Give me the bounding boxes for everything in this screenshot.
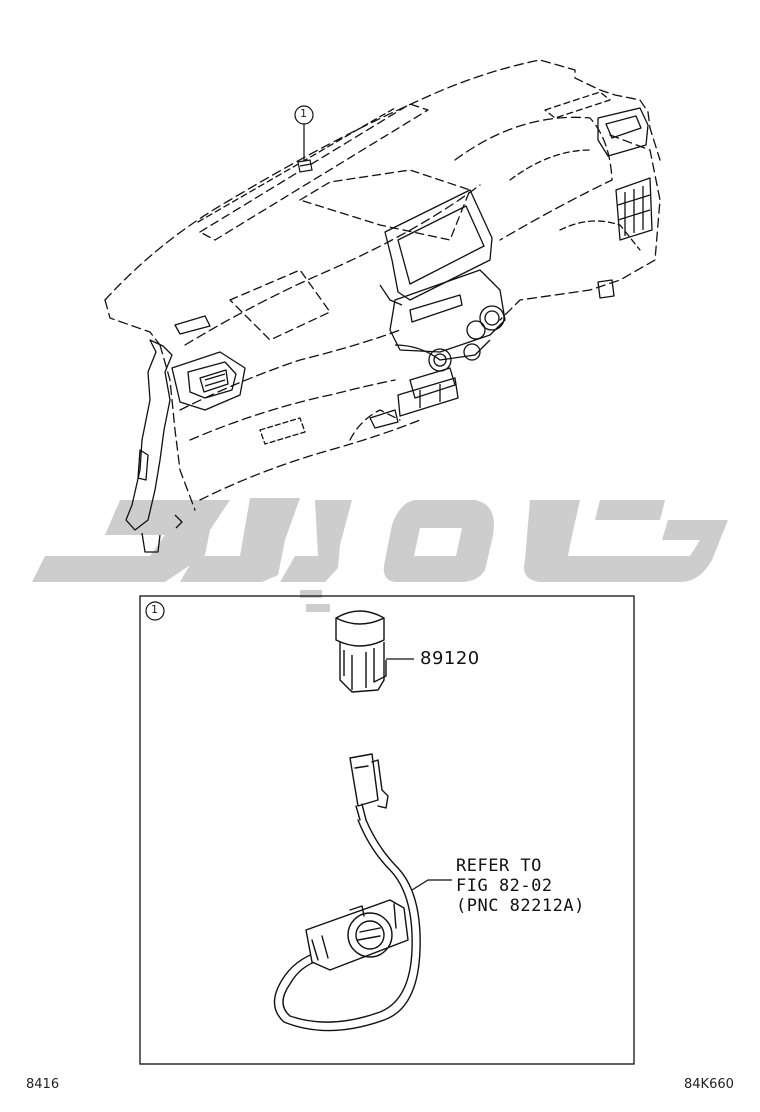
detail-callout-circle [145,601,165,621]
footer-right-code: 84K660 [684,1077,734,1092]
detail-frame [139,595,635,1065]
footer-left-code: 8416 [26,1077,60,1092]
reference-note-line3: (PNC 82212A) [456,896,585,916]
part-number-label: 89120 [420,648,480,669]
reference-note-line1: REFER TO [456,856,542,876]
dashboard-solid-details [125,107,653,553]
leader-refer [411,879,452,891]
watermark-logo [32,498,728,612]
instrument-panel-outline [104,59,661,511]
callout-number-top: 1 [300,107,307,120]
wire-harness-reference [273,753,421,1032]
reference-note-line2: FIG 82-02 [456,876,553,896]
callout-number-box: 1 [151,603,158,616]
callout-top [294,105,314,173]
sensor-part-89120 [335,610,387,693]
